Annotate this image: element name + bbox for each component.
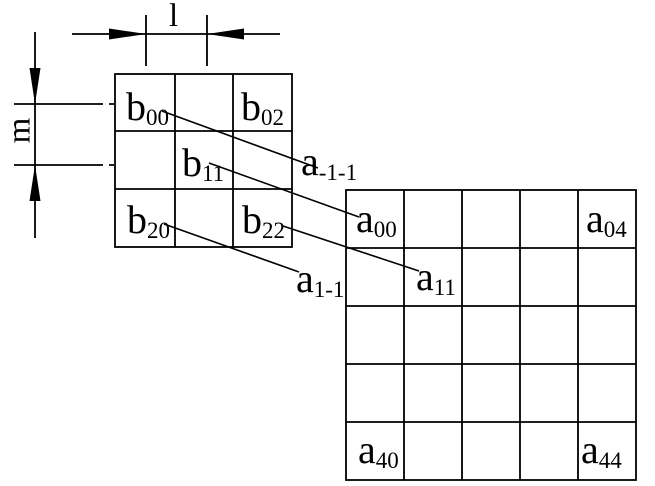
label-base: a: [296, 256, 314, 301]
image-cell-label-a00: a00: [356, 196, 397, 242]
dimension-m: [14, 32, 114, 238]
dimension-l-ticks: [145, 15, 208, 66]
label-sub: 11: [433, 275, 456, 300]
kernel-cell-label-b22: b22: [242, 197, 285, 243]
image-grid: [345, 189, 637, 481]
label-base: b: [242, 197, 262, 242]
label-base: b: [182, 140, 202, 185]
kernel-cell-label-b02: b02: [241, 84, 284, 130]
dimension-label-m: m: [1, 117, 38, 144]
label-base: a: [358, 427, 376, 472]
connector-lines: [161, 110, 420, 273]
label-base: a: [301, 139, 319, 184]
connector-b20-to-a1-1: [163, 223, 300, 273]
image-grid-inner-lines: [346, 190, 636, 480]
label-base: a: [581, 427, 599, 472]
dimension-m-ticks: [14, 103, 114, 166]
arrowhead-left-icon: [207, 28, 244, 40]
connector-b22-to-a11: [282, 225, 420, 272]
kernel-cell-label-b00: b00: [126, 84, 169, 130]
label-sub: 11: [202, 161, 225, 186]
label-base: a: [356, 196, 374, 241]
label-base: b: [126, 84, 146, 129]
image-cell-label-a40: a40: [358, 427, 399, 473]
label-sub: 20: [147, 218, 170, 243]
image-cell-label-a04: a04: [586, 196, 627, 242]
label-sub: 44: [598, 448, 622, 473]
label-sub: 04: [603, 217, 627, 242]
kernel-cell-label-b11: b11: [182, 140, 225, 186]
arrowhead-up-icon: [29, 165, 41, 201]
connector-b11-to-a00: [208, 162, 360, 218]
label-sub: 00: [373, 217, 397, 242]
connector-b00-to-a-1-1: [161, 110, 319, 169]
label-base: a: [416, 254, 434, 299]
label-base: b: [127, 197, 147, 242]
arrowhead-down-icon: [29, 68, 41, 104]
label-sub: 00: [146, 105, 169, 130]
image-grid-outline: [345, 189, 637, 481]
kernel-grid: [114, 73, 293, 248]
label-base: a: [586, 196, 604, 241]
kernel-cell-label-b20: b20: [127, 197, 170, 243]
label-sub: 22: [262, 218, 285, 243]
mapping-label-a1-neg1: a1-1: [296, 256, 345, 302]
mapping-label-a-neg1-neg1: a-1-1: [301, 139, 358, 185]
kernel-grid-outline: [114, 73, 293, 248]
label-sub: 40: [375, 448, 399, 473]
label-sub: 02: [261, 105, 284, 130]
image-cell-label-a44: a44: [581, 427, 622, 473]
label-sub: -1-1: [318, 160, 358, 185]
dimension-l: [72, 15, 280, 66]
label-base: b: [241, 84, 261, 129]
image-cell-label-a11: a11: [416, 254, 456, 300]
kernel-grid-inner-lines: [115, 74, 292, 247]
label-sub: 1-1: [313, 277, 345, 302]
dimension-label-l: l: [169, 0, 179, 34]
arrowhead-right-icon: [109, 28, 146, 40]
